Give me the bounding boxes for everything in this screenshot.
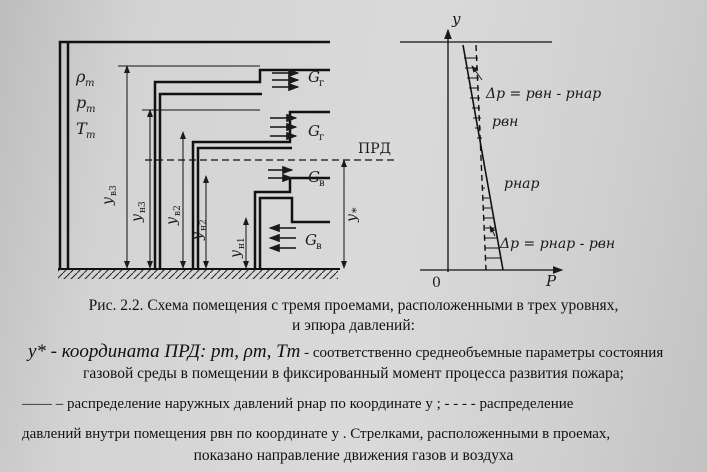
svg-text:m: m: [86, 130, 95, 141]
svg-text:в: в: [319, 178, 325, 189]
svg-text:y: y: [164, 216, 180, 226]
svg-text:G: G: [308, 122, 320, 140]
svg-text:y: y: [344, 213, 360, 223]
svg-text:G: G: [308, 68, 320, 86]
svg-text:в: в: [316, 241, 322, 252]
p-vn-label: pвн: [492, 114, 518, 130]
svg-text:m: m: [85, 78, 94, 89]
svg-text:y: y: [190, 231, 206, 241]
svg-text:G: G: [308, 168, 320, 186]
dp-bottom-label: Δp = pнар - pвн: [499, 236, 615, 252]
svg-text:г: г: [319, 132, 324, 143]
room-walls: [58, 40, 330, 269]
legend-line6: давлений внутри помещения pвн по координ…: [22, 426, 611, 442]
dp-top-label: Δp = pвн - pнар: [485, 86, 601, 102]
room-parameters: ρ m p m T m: [75, 67, 95, 141]
p-axis-label: P: [545, 272, 557, 290]
pressure-diagram: y P 0: [400, 10, 615, 291]
svg-text:y: y: [100, 196, 116, 206]
svg-text:г: г: [319, 78, 324, 89]
svg-text:н1: н1: [237, 237, 247, 249]
dimension-lines: [118, 65, 347, 269]
t-label: T: [76, 119, 88, 138]
svg-text:н3: н3: [138, 201, 148, 213]
svg-text:в3: в3: [109, 185, 119, 196]
legend-symbols: y* - координата ПРД: pm, ρm, Tm - соотве…: [28, 341, 664, 362]
p-label: p: [76, 93, 86, 112]
legend-line7: показано направление движения газов и во…: [193, 447, 514, 464]
legend-line5: —— – распределение наружных давлений pна…: [22, 396, 574, 412]
svg-text:y: y: [129, 213, 145, 223]
legend-line4: газовой среды в помещении в фиксированны…: [83, 365, 624, 382]
svg-text:G: G: [305, 231, 317, 249]
figure-caption-line2: и эпюра давлений:: [292, 317, 415, 334]
prd-label: ПРД: [358, 141, 391, 157]
p-nar-label: pнар: [504, 176, 540, 192]
figure-caption-line1: Рис. 2.2. Схема помещения с тремя проема…: [88, 297, 619, 314]
room-scheme-figure: ПРД ρ m p m T m G г G г: [58, 10, 615, 291]
svg-text:в2: в2: [173, 205, 183, 216]
svg-text:m: m: [86, 104, 95, 115]
flow-labels: G г G г G в G в: [305, 68, 325, 252]
y-axis-label: y: [451, 10, 461, 28]
svg-text:y: y: [228, 249, 244, 259]
ground-hatch: [58, 269, 338, 279]
rho-label: ρ: [75, 67, 86, 86]
origin-label: 0: [432, 275, 441, 291]
svg-text:н2: н2: [199, 219, 209, 231]
p-nar-line: [462, 44, 504, 271]
dimension-labels: y в3 y н3 y в2 y н2 y н1 y *: [100, 185, 363, 259]
flow-arrows: [268, 68, 300, 253]
p-vn-line: [475, 44, 487, 271]
svg-text:*: *: [350, 207, 363, 213]
